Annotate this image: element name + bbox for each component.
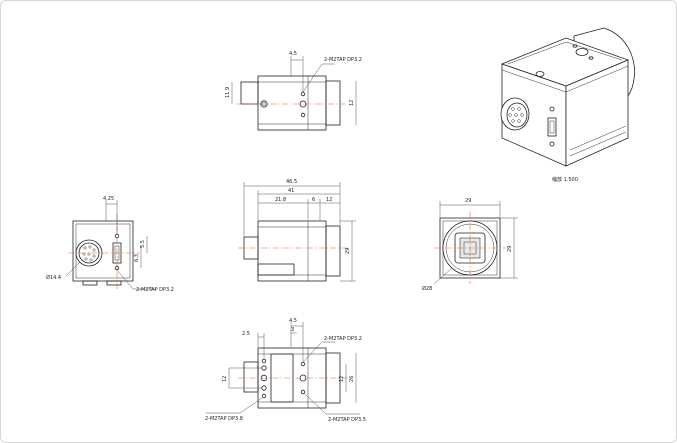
side-dim-6-3: 6.3: [134, 254, 140, 262]
bottom-view-tap-hole: [300, 361, 306, 367]
front-view-body: [257, 220, 327, 282]
top-dim-12: 12: [349, 100, 355, 106]
top-dim-4-5: 4.5: [289, 51, 297, 57]
bottom-dim-3: 3: [291, 327, 294, 333]
lens-dia-28: Ø28: [422, 285, 432, 292]
top-view-connector: [240, 81, 259, 105]
bottom-dim-2-5: 2.5: [242, 331, 250, 337]
front-dim-12: 12: [326, 197, 332, 203]
iso-scale-label: 缩放 1.500: [552, 176, 578, 183]
lens-dim-29-top: 29: [465, 198, 471, 204]
top-dim-11-9: 11.9: [225, 87, 231, 98]
side-dia-14-4: Ø14.4: [46, 274, 61, 281]
bottom-view: 2.5 4.5 3 12 12 26 2-M2TAP DP3.2 2-M2TAP…: [205, 318, 366, 423]
side-dim-4-25: 4.25: [103, 196, 114, 202]
bottom-dim-26: 26: [349, 376, 355, 382]
top-view-center-hole: [299, 100, 307, 108]
bottom-tap-note-left: 2-M2TAP DP3.8: [205, 416, 243, 422]
iso-usb-port: [547, 117, 557, 137]
bottom-dim-12-left: 12: [222, 376, 228, 382]
bottom-view-connector: [243, 361, 259, 393]
top-view-body: [257, 75, 327, 131]
top-view-tap-hole: [300, 91, 306, 97]
front-dim-21-8: 21.8: [275, 197, 286, 203]
bottom-dim-12-right: 12: [339, 376, 345, 382]
front-dim-29: 29: [345, 248, 351, 254]
side-view-tap-hole: [114, 265, 120, 271]
isometric-view: 缩放 1.500: [500, 27, 635, 183]
front-view: 46.5 41 21.8 6 12 29: [238, 179, 356, 282]
bottom-dim-4-5: 4.5: [289, 318, 297, 324]
front-dim-46-5: 46.5: [286, 179, 297, 185]
front-dim-41: 41: [288, 188, 294, 194]
iso-side-face: [565, 59, 629, 167]
top-view-screw-hole: [260, 100, 268, 108]
bottom-view-tap-hole: [300, 389, 306, 395]
bottom-view-lens-mount: [325, 352, 341, 404]
lens-view: 29 29 Ø28: [422, 198, 518, 292]
top-view: 4.5 2-M2TAP DP3.2 11.9 12: [225, 51, 362, 131]
bottom-tap-note-right: 2-M2TAP DP3.5: [328, 417, 366, 423]
side-view: 4.25 5.5 6.3 Ø14.4 2-M2TAP DP3.2: [46, 196, 174, 293]
side-tap-note: 2-M2TAP DP3.2: [136, 287, 174, 293]
top-view-tap-hole: [300, 112, 306, 118]
front-view-lens-mount: [325, 225, 341, 277]
bottom-tap-note-top: 2-M2TAP DP3.2: [324, 336, 362, 342]
side-view-body: [72, 220, 134, 282]
top-tap-note: 2-M2TAP DP3.2: [324, 57, 362, 63]
lens-dim-29-side: 29: [507, 246, 513, 252]
top-view-lens-mount: [325, 80, 341, 126]
front-dim-6: 6: [312, 197, 315, 203]
side-dim-5-5: 5.5: [140, 240, 146, 248]
iso-top-hole: [575, 48, 589, 56]
